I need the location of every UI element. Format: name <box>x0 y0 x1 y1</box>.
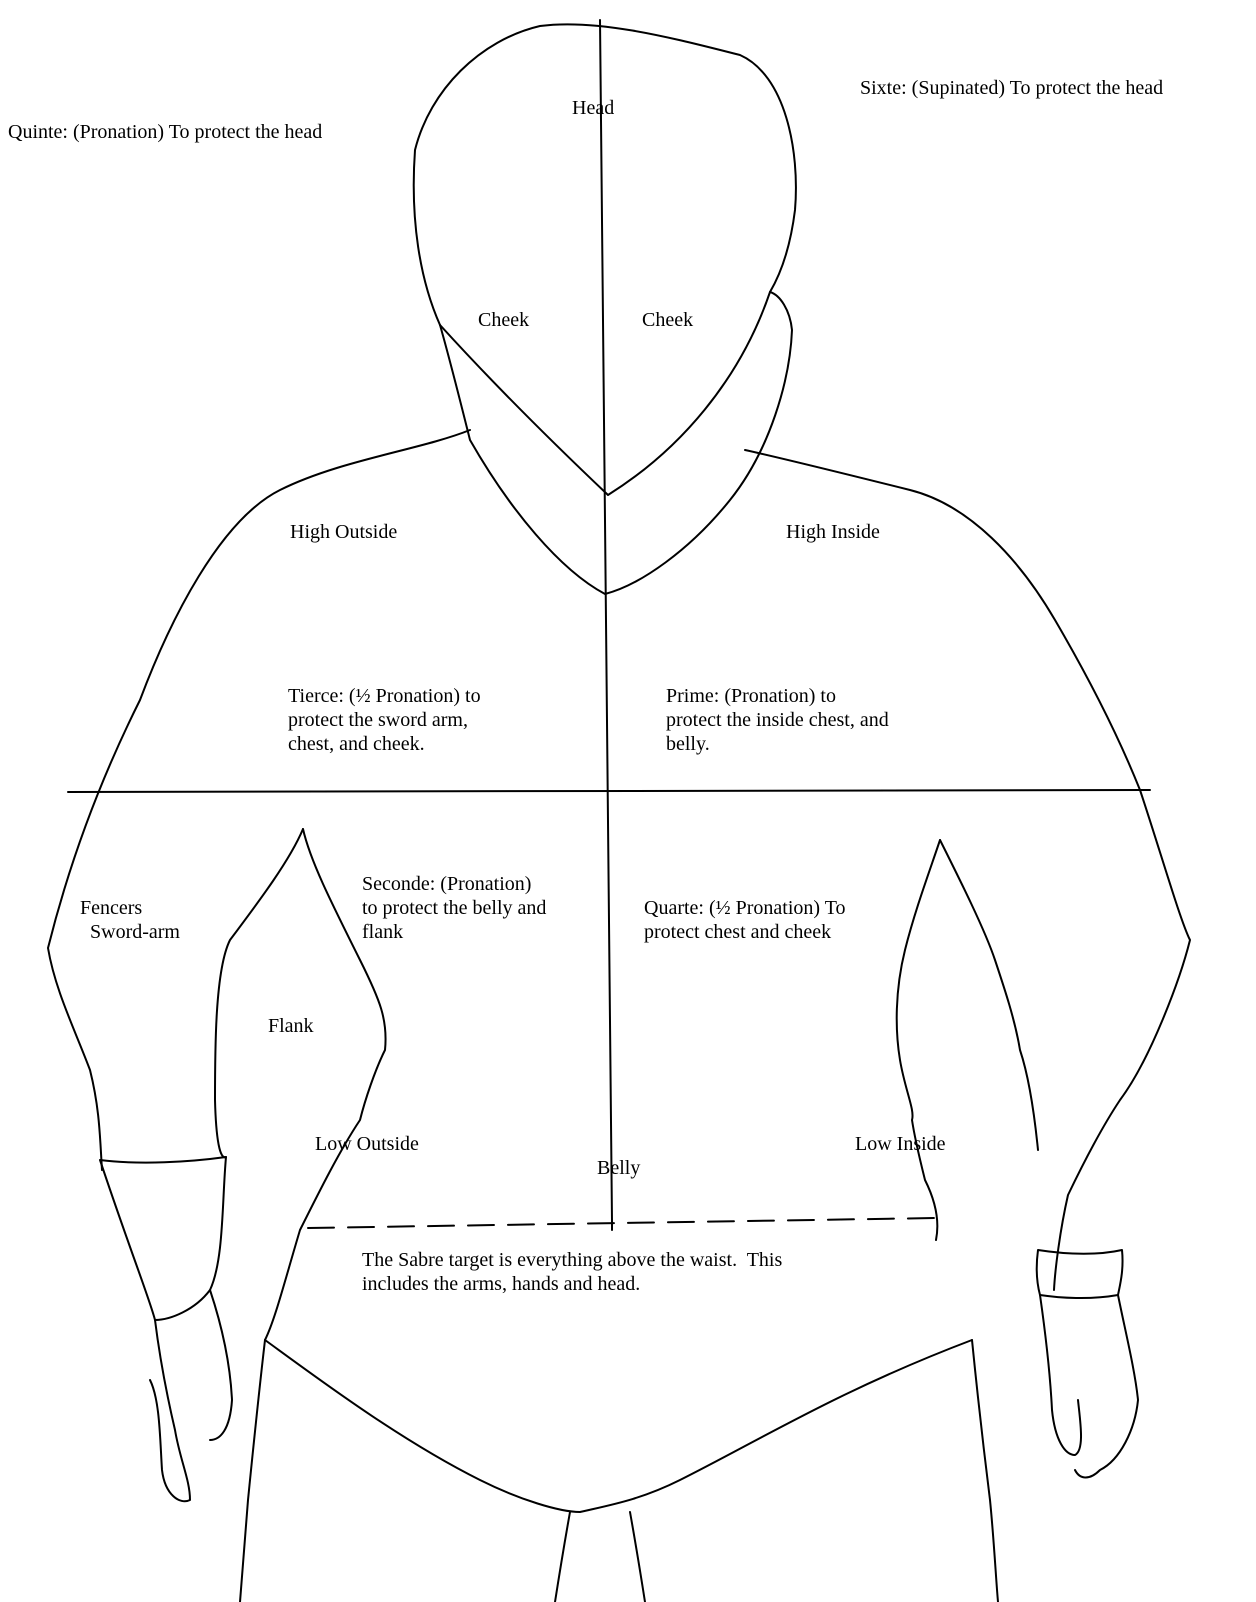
right-hand-outline <box>1040 1295 1081 1455</box>
high-inside-label: High Inside <box>786 520 880 544</box>
right-hand-outline-2 <box>1075 1295 1138 1478</box>
cheek-left-label: Cheek <box>478 308 529 332</box>
low-outside-label: Low Outside <box>315 1132 419 1156</box>
torso-left-side <box>240 1340 265 1602</box>
left-hand-outline-2 <box>210 1290 232 1440</box>
belly-label: Belly <box>597 1156 640 1180</box>
crotch-outline <box>555 1512 570 1602</box>
crotch-outline-2 <box>630 1512 645 1602</box>
horizontal-divider-line <box>68 790 1150 792</box>
center-vertical-line <box>600 20 612 1222</box>
left-glove-outline <box>100 1157 226 1320</box>
sixte-label: Sixte: (Supinated) To protect the head <box>860 76 1163 100</box>
flank-outline <box>215 829 303 1157</box>
high-outside-label: High Outside <box>290 520 397 544</box>
sabre-target-note: The Sabre target is everything above the… <box>362 1248 782 1296</box>
right-cuff-outline <box>1037 1250 1123 1298</box>
right-shoulder-outline <box>745 450 1190 1290</box>
fencers-sword-arm-label: Fencers Sword-arm <box>80 896 180 944</box>
tierce-label: Tierce: (½ Pronation) to protect the swo… <box>288 684 481 756</box>
right-inner-arm-outline <box>897 840 940 1240</box>
waist-outline <box>265 1340 972 1512</box>
torso-right-side <box>972 1340 998 1602</box>
low-inside-label: Low Inside <box>855 1132 946 1156</box>
head-label: Head <box>572 96 614 120</box>
left-shoulder-outline <box>48 430 470 1170</box>
right-inner-arm-outline-2 <box>940 840 1038 1150</box>
left-hand-outline <box>150 1320 190 1501</box>
cheek-right-label: Cheek <box>642 308 693 332</box>
flank-label: Flank <box>268 1014 314 1038</box>
quarte-label: Quarte: (½ Pronation) To protect chest a… <box>644 896 846 944</box>
bib-outline <box>440 292 792 594</box>
seconde-label: Seconde: (Pronation) to protect the bell… <box>362 872 546 944</box>
quinte-label: Quinte: (Pronation) To protect the head <box>8 120 322 144</box>
waist-dashed-line <box>308 1218 936 1228</box>
head-outline <box>414 24 796 325</box>
prime-label: Prime: (Pronation) to protect the inside… <box>666 684 889 756</box>
